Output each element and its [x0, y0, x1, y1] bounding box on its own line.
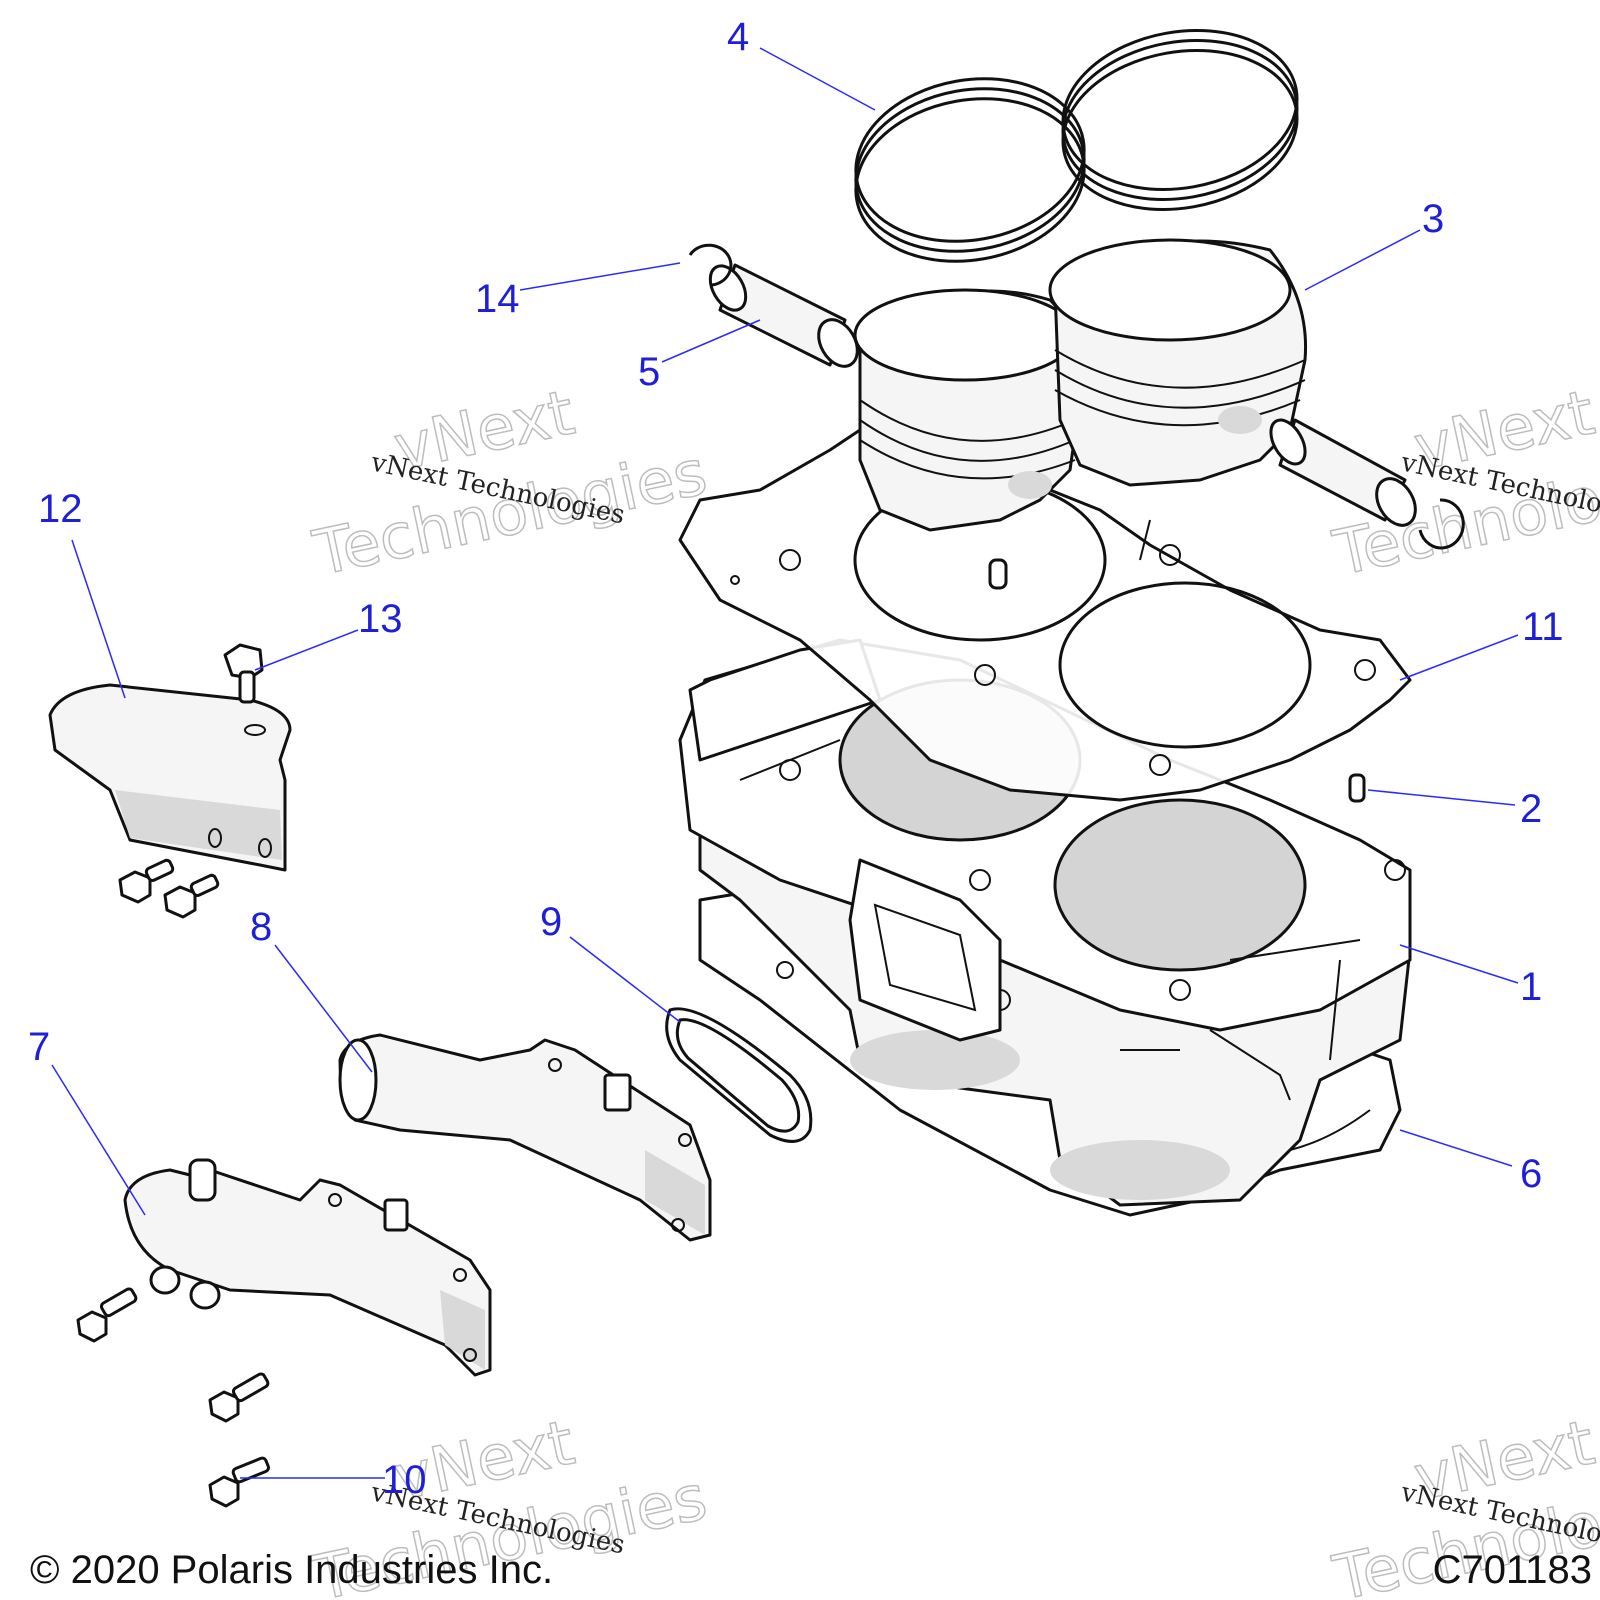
callout-12: 12 [38, 487, 83, 531]
part-4-piston-rings [854, 28, 1299, 263]
callout-3: 3 [1422, 197, 1444, 241]
part-1-cylinder-block [678, 638, 1412, 1207]
callout-5: 5 [638, 350, 660, 394]
diagram-code: C701183 [1433, 1548, 1592, 1592]
callout-7: 7 [28, 1025, 50, 1069]
leader-13 [254, 629, 359, 671]
part-14-circlips [688, 243, 1465, 550]
leader-12 [71, 539, 126, 699]
leader-7 [51, 1064, 146, 1216]
leader-8 [274, 944, 373, 1073]
leader-1 [1399, 944, 1519, 984]
part-3-piston-left [853, 288, 1084, 532]
part-9-exhaust-gasket [665, 1007, 813, 1143]
leader-2 [1367, 789, 1516, 806]
part-2-dowel-pins [988, 558, 1366, 803]
callout-1: 1 [1520, 965, 1542, 1009]
callout-11: 11 [1522, 605, 1564, 649]
part-13-bolts [118, 643, 264, 919]
leader-lines [51, 47, 1519, 1479]
part-8-exhaust-manifold [338, 1033, 712, 1242]
part-3-piston-right [1048, 238, 1308, 487]
callout-4: 4 [727, 15, 749, 59]
part-5-piston-pins [708, 263, 1417, 527]
callout-labels: 1 2 3 4 5 6 7 8 9 10 11 12 13 14 [28, 15, 1564, 1502]
part-12-heat-shield [48, 683, 292, 872]
watermark-top-left: vNext Technologies vNext Technologies [306, 375, 713, 591]
callout-10: 10 [382, 1458, 427, 1502]
leader-14 [519, 262, 681, 291]
part-7-water-outlet [123, 1158, 492, 1377]
callout-8: 8 [250, 905, 272, 949]
callout-9: 9 [540, 900, 562, 944]
callout-14: 14 [475, 277, 520, 321]
callout-13: 13 [358, 597, 403, 641]
copyright-text: © 2020 Polaris Industries Inc. [30, 1548, 553, 1592]
leader-3 [1304, 229, 1421, 291]
callout-6: 6 [1520, 1152, 1542, 1196]
leader-5 [661, 319, 761, 363]
callout-2: 2 [1520, 787, 1542, 831]
leader-6 [1399, 1129, 1513, 1167]
leader-4 [759, 47, 876, 111]
leader-9 [569, 936, 681, 1023]
part-10-bolts [76, 1287, 270, 1508]
leader-11 [1399, 634, 1519, 681]
